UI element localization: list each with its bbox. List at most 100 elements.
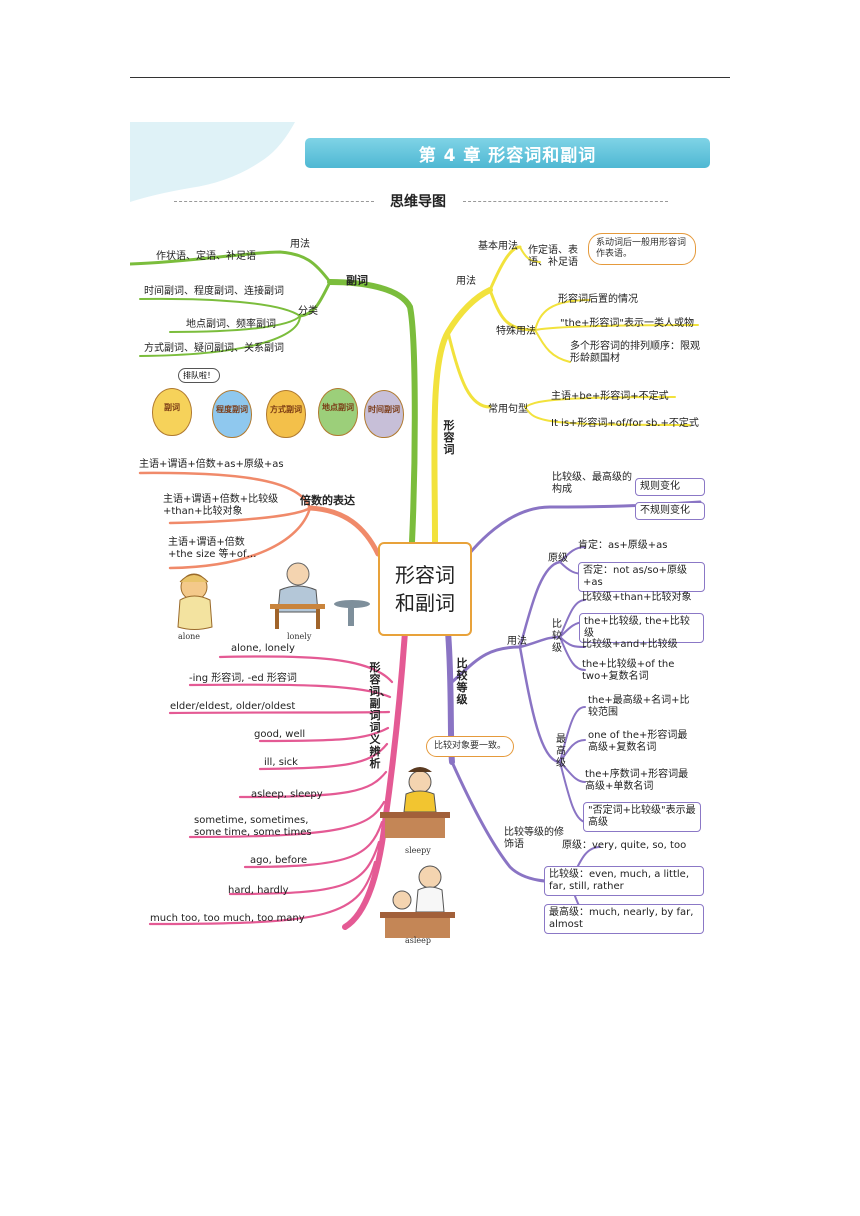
multiple-item: 主语+谓语+倍数+the size 等+of…: [168, 537, 257, 560]
adverb-class-item: 地点副词、频率副词: [186, 319, 276, 330]
pattern-item: 主语+be+形容词+不定式: [551, 391, 669, 402]
divider-left: [174, 201, 374, 202]
multiple-item: 主语+谓语+倍数+比较级+than+比较对象: [163, 494, 279, 517]
positive-label: 原级: [548, 553, 568, 564]
superlative-item: "否定词+比较级"表示最高级: [583, 802, 701, 832]
adverb-usage-item: 作状语、定语、补足语: [156, 251, 256, 262]
chick-time: 时间副词: [364, 390, 404, 438]
analysis-item: ill, sick: [264, 757, 298, 768]
sleepy-caption: sleepy: [405, 846, 431, 855]
sleepy-figure: [380, 767, 450, 838]
superlative-item: the+最高级+名词+比较范围: [588, 695, 690, 718]
branch-adverb-class-3: [139, 315, 301, 357]
branch-adjective-pattern: [446, 330, 492, 409]
chick-manner: 方式副词: [266, 390, 306, 438]
analysis-item: ago, before: [250, 855, 308, 866]
corner-decoration: [130, 122, 295, 202]
branch-pattern-1: [524, 396, 676, 408]
pattern-item: It is+形容词+of/for sb.+不定式: [551, 418, 699, 429]
branch-special-3: [534, 329, 571, 363]
branch-adjective: [431, 287, 493, 545]
special-usage-label: 特殊用法: [496, 326, 536, 337]
comparative-item: 比较级+than+比较对象: [582, 592, 692, 603]
superlative-item: one of the+形容词最高级+复数名词: [588, 730, 688, 753]
chick-adverb: 副词: [152, 388, 192, 436]
analysis-item: good, well: [254, 729, 306, 740]
adverb-label: 副词: [346, 274, 368, 287]
special-usage-item: 多个形容词的排列顺序：限观形龄颜国材: [570, 341, 700, 364]
branch-multiple-1: [138, 471, 312, 510]
chapter-title: 第 4 章 形容词和副词: [305, 138, 710, 168]
formation-item: 规则变化: [635, 478, 705, 496]
branch-special-2: [534, 324, 699, 331]
branch-basic-line: [519, 246, 541, 263]
branch-comp-lines: [559, 599, 586, 671]
comparative-item: the+比较级, the+比较级: [579, 613, 704, 643]
compare-note: 比较对象要一致。: [426, 736, 515, 757]
comparative-item: the+比较级+of the two+复数名词: [582, 659, 675, 682]
branch-adverb: [327, 279, 418, 545]
branch-pattern-2: [524, 406, 691, 426]
header-rule: [130, 77, 730, 78]
compare-usage-label: 用法: [507, 636, 527, 647]
analysis-item: asleep, sleepy: [251, 789, 323, 800]
analysis-item: hard, hardly: [228, 885, 289, 896]
asleep-figure: [380, 865, 455, 938]
pattern-label: 常用句型: [488, 404, 528, 415]
branch-multiple-2: [168, 506, 312, 525]
mind-map-branches: [130, 245, 702, 938]
multiple-item: 主语+谓语+倍数+as+原级+as: [139, 459, 284, 470]
lonely-caption: lonely: [287, 632, 312, 641]
adverb-usage-label: 用法: [290, 239, 310, 250]
adverb-class-item: 方式副词、疑问副词、关系副词: [144, 343, 284, 354]
chick-place: 地点副词: [318, 388, 358, 436]
branch-usage-sup: [518, 645, 562, 764]
formation-item: 不规则变化: [635, 502, 705, 520]
branch-multiple-3: [168, 506, 312, 570]
comparative-label: 比较级: [552, 619, 562, 654]
superlative-item: the+序数词+形容词最高级+单数名词: [585, 769, 689, 792]
alone-caption: alone: [178, 632, 201, 641]
adjective-usage-label: 用法: [456, 276, 476, 287]
superlative-label: 最高级: [556, 734, 566, 769]
branch-adjective-usage: [488, 245, 522, 292]
adverb-class-label: 分类: [298, 306, 318, 317]
branch-adverb-class-2: [169, 315, 301, 333]
branch-compare-mod: [450, 760, 572, 884]
basic-usage-note: 系动词后一般用形容词作表语。: [588, 233, 696, 265]
alone-figure: [177, 573, 213, 630]
basic-usage-label: 基本用法: [478, 241, 518, 252]
branch-sup-lines: [559, 706, 586, 823]
chick-degree: 程度副词: [212, 390, 252, 438]
multiple-label: 倍数的表达: [300, 494, 355, 507]
branch-multiple: [307, 505, 381, 557]
mind-map-panel: 第 4 章 形容词和副词 思维导图: [130, 122, 710, 967]
adjective-label: 形容词: [443, 419, 455, 456]
positive-item: 否定：not as/so+原级+as: [578, 562, 705, 592]
formation-label: 比较级、最高级的构成: [552, 472, 632, 495]
branch-usage-comp: [518, 635, 562, 649]
center-node: 形容词和副词: [378, 542, 472, 636]
modifier-label: 比较等级的修饰语: [504, 827, 564, 850]
analysis-item: -ing 形容词, -ed 形容词: [189, 673, 297, 684]
analysis-item: much too, too much, too many: [150, 913, 305, 924]
positive-item: 肯定：as+原级+as: [578, 540, 668, 551]
analysis-item: elder/eldest, older/oldest: [170, 701, 296, 712]
section-subtitle: 思维导图: [390, 194, 446, 210]
modifier-item: 最高级：much, nearly, by far, almost: [544, 904, 704, 934]
branch-analysis-leaves: [148, 655, 394, 926]
special-usage-item: "the+形容词"表示一类人或物: [560, 318, 694, 329]
analysis-item: alone, lonely: [231, 643, 295, 654]
branch-usage-pos: [518, 560, 562, 649]
adverb-class-item: 时间副词、程度副词、连接副词: [144, 286, 284, 297]
branch-special-1: [534, 299, 591, 331]
modifier-item: 原级：very, quite, so, too: [562, 840, 687, 851]
branch-adverb-class: [298, 280, 332, 318]
branch-adverb-usage: [130, 250, 332, 284]
analysis-label: 形容词、副词词义辨析: [369, 661, 391, 770]
divider-right: [463, 201, 668, 202]
lonely-figure: [270, 562, 370, 629]
branch-compare-usage: [450, 645, 522, 684]
basic-usage-item: 作定语、表语、补足语: [528, 245, 578, 268]
compare-label: 比较等级: [456, 657, 468, 706]
